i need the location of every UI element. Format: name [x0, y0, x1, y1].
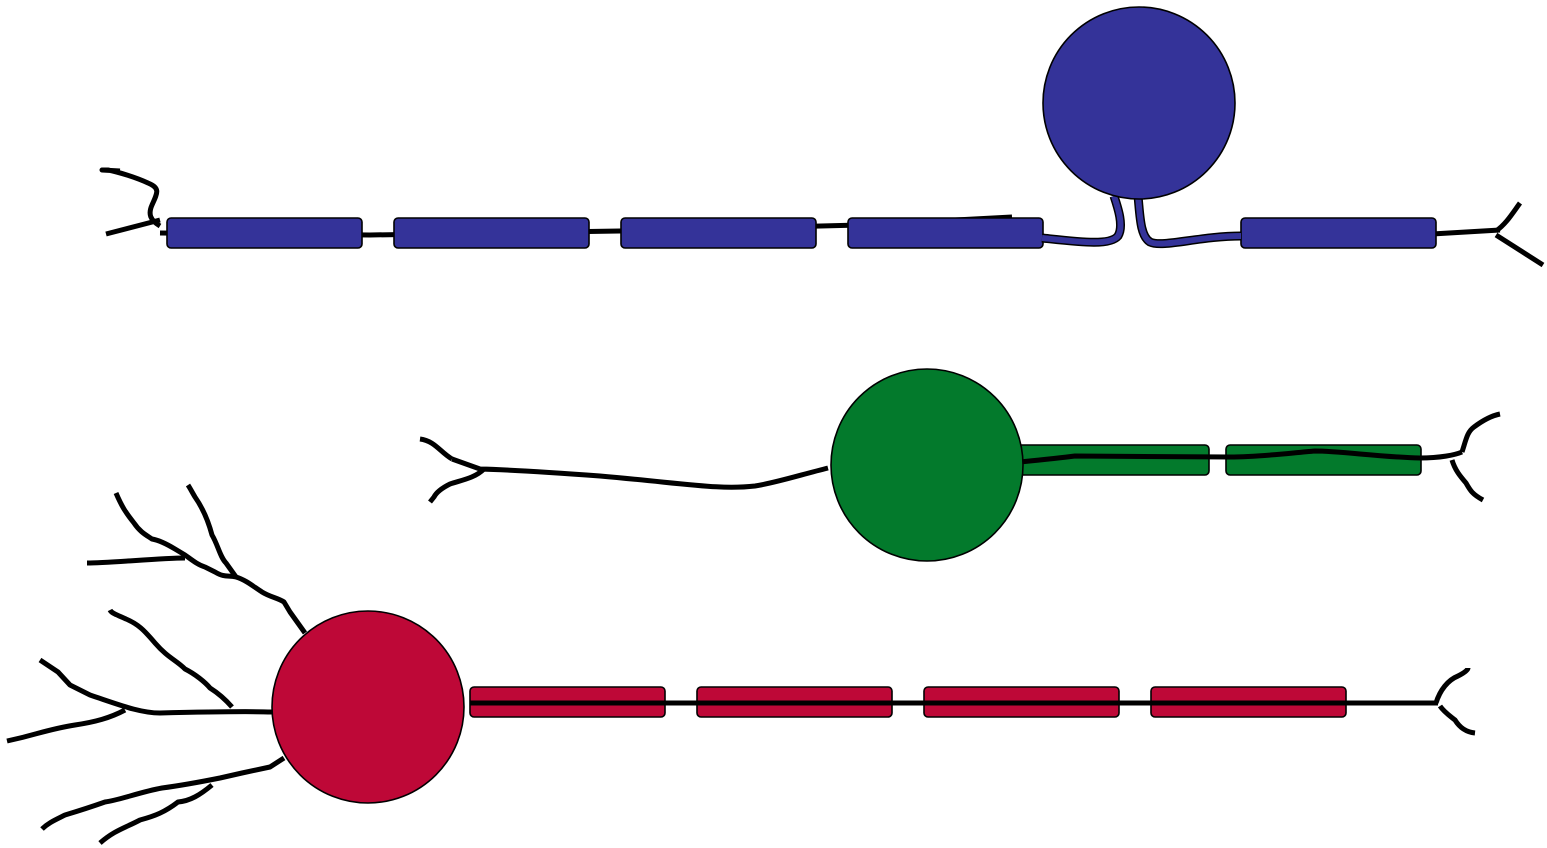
unipolar-stalk — [1041, 195, 1242, 247]
bipolar-dendrite — [451, 456, 829, 490]
bipolar-axon-line — [1019, 448, 1463, 465]
multipolar-dendrite-mid — [38, 657, 273, 716]
unipolar-soma — [1042, 6, 1236, 200]
bipolar-neuron — [419, 368, 1501, 562]
unipolar-right-terminal — [1494, 201, 1523, 234]
multipolar-dendrite-lower-branch — [98, 783, 214, 845]
bipolar-right-terminal-2 — [1449, 459, 1485, 503]
multipolar-dendrite-lower — [40, 755, 286, 831]
unipolar-myelin-2 — [393, 217, 590, 249]
unipolar-left-dendrite-2 — [105, 217, 161, 237]
multipolar-right-terminal-2 — [1437, 704, 1476, 736]
multipolar-dendrite-top-branch — [185, 483, 239, 579]
multipolar-dendrite-top — [113, 492, 308, 635]
bipolar-dendrite-branch-1 — [419, 436, 454, 462]
unipolar-myelin-1 — [166, 217, 363, 249]
unipolar-neuron — [99, 6, 1545, 268]
bipolar-right-terminal-1 — [1459, 411, 1501, 453]
multipolar-dendrite-horizontal — [86, 555, 186, 566]
unipolar-axon-line-right — [1431, 227, 1501, 237]
multipolar-dendrite-mid-left — [6, 707, 127, 744]
multipolar-right-terminal-1 — [1433, 667, 1471, 704]
unipolar-right-terminal-2 — [1494, 232, 1545, 268]
bipolar-soma — [830, 368, 1024, 562]
multipolar-soma — [271, 610, 465, 804]
unipolar-left-dendrite — [99, 167, 162, 229]
multipolar-dendrite-mid-upper — [107, 608, 234, 709]
unipolar-myelin-3 — [620, 217, 817, 249]
multipolar-neuron — [6, 483, 1476, 845]
unipolar-myelin-4 — [847, 217, 1044, 249]
unipolar-myelin-5 — [1240, 217, 1437, 249]
bipolar-dendrite-branch-2 — [428, 467, 486, 504]
